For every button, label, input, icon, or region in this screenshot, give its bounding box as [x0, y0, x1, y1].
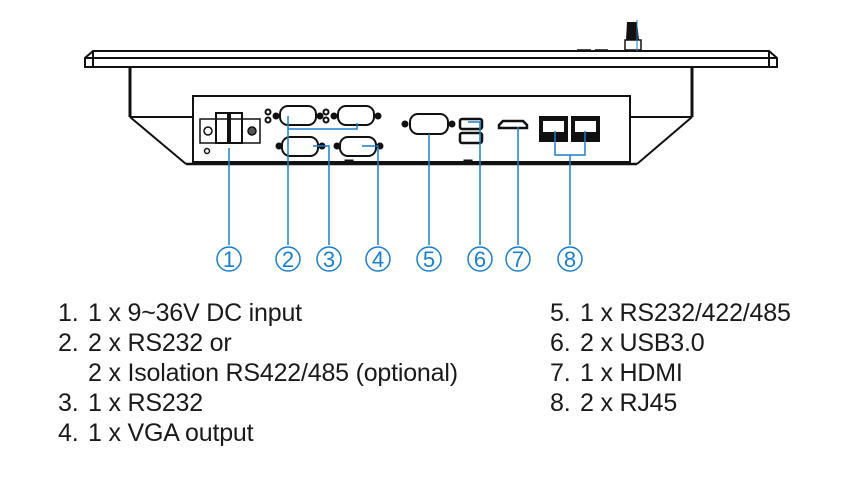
rs232-422-485-port — [401, 113, 456, 135]
legend-item-6: 6.2 x USB3.0 — [550, 329, 705, 357]
svg-text:8: 8 — [564, 247, 576, 272]
legend-text: 1 x HDMI — [580, 359, 683, 387]
legend-item-5: 5.1 x RS232/422/485 — [550, 299, 791, 327]
legend-item-2: 2.2 x RS232 or — [58, 329, 232, 357]
callout-marker-7: 7 — [505, 246, 531, 272]
legend-text: 1 x RS232 — [88, 389, 203, 417]
svg-text:1: 1 — [223, 247, 235, 272]
callout-line-2 — [287, 116, 358, 130]
callout-markers: 1 2 3 4 5 6 7 8 — [216, 246, 583, 272]
io-plate — [186, 95, 637, 166]
legend-text: 1 x 9~36V DC input — [88, 299, 302, 327]
legend-item-7: 7.1 x HDMI — [550, 359, 683, 387]
svg-text:3: 3 — [323, 247, 335, 272]
callout-line-4 — [362, 145, 379, 245]
knob — [577, 20, 642, 51]
usb3-ports — [458, 117, 484, 145]
legend-text: 2 x Isolation RS422/485 (optional) — [88, 359, 458, 387]
panel-bezel — [84, 50, 778, 68]
callout-lines — [228, 116, 586, 245]
rs232-isolated-ports — [264, 105, 382, 126]
legend-item-3: 3.1 x RS232 — [58, 389, 203, 417]
callout-marker-2: 2 — [275, 246, 301, 272]
callout-marker-8: 8 — [557, 246, 583, 272]
legend-text: 2 x USB3.0 — [580, 329, 705, 357]
rj45-ports — [539, 116, 600, 142]
callout-marker-5: 5 — [416, 246, 442, 272]
callout-marker-1: 1 — [216, 246, 242, 272]
svg-text:6: 6 — [474, 247, 486, 272]
callout-marker-3: 3 — [316, 246, 342, 272]
callout-line-3 — [313, 145, 330, 245]
svg-text:4: 4 — [372, 247, 384, 272]
svg-text:2: 2 — [282, 247, 294, 272]
dc-input-connector — [199, 112, 261, 155]
callout-marker-6: 6 — [467, 246, 493, 272]
svg-text:7: 7 — [512, 247, 524, 272]
svg-text:5: 5 — [423, 247, 435, 272]
legend-item-8: 8.2 x RJ45 — [550, 389, 678, 417]
legend-item-4: 4.1 x VGA output — [58, 419, 254, 447]
legend-text: 2 x RJ45 — [580, 389, 678, 417]
callout-line-6 — [468, 121, 481, 245]
rear-housing — [128, 67, 694, 165]
hdmi-port — [497, 119, 529, 130]
io-diagram: 1 2 3 4 5 6 7 8 — [84, 20, 778, 272]
legend-right: 5.1 x RS232/422/485 6.2 x USB3.0 7.1 x H… — [550, 298, 791, 418]
legend-text: 2 x RS232 or — [88, 329, 232, 357]
legend-item-1: 1.1 x 9~36V DC input — [58, 299, 302, 327]
legend-text: 1 x VGA output — [88, 419, 254, 447]
legend-text: 1 x RS232/422/485 — [580, 299, 791, 327]
legend-left: 1.1 x 9~36V DC input 2.2 x RS232 or 2 x … — [58, 298, 458, 448]
legend-item-2-continued: 2 x Isolation RS422/485 (optional) — [58, 358, 458, 388]
callout-marker-4: 4 — [365, 246, 391, 272]
